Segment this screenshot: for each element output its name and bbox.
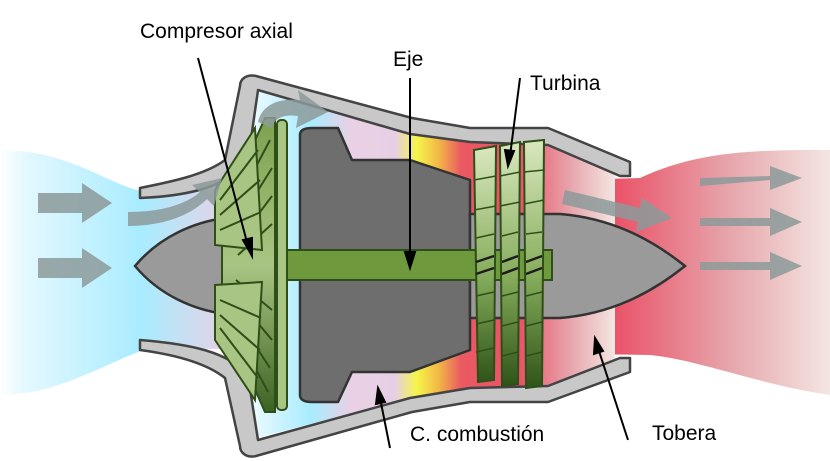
casing-bottom: [138, 338, 632, 458]
combustion-label: C. combustión: [410, 423, 544, 446]
flow-arrow-icon: [38, 90, 802, 288]
shaft-label: Eje: [393, 48, 423, 71]
turbine-blades: [472, 138, 546, 390]
axial-compressor: [214, 117, 288, 413]
nozzle-label: Tobera: [652, 422, 717, 445]
leader-line-icon: [197, 57, 629, 449]
turbine-label: Turbina: [530, 72, 601, 95]
compressor-label: Compresor axial: [140, 20, 293, 43]
tail-cone: [468, 212, 688, 320]
